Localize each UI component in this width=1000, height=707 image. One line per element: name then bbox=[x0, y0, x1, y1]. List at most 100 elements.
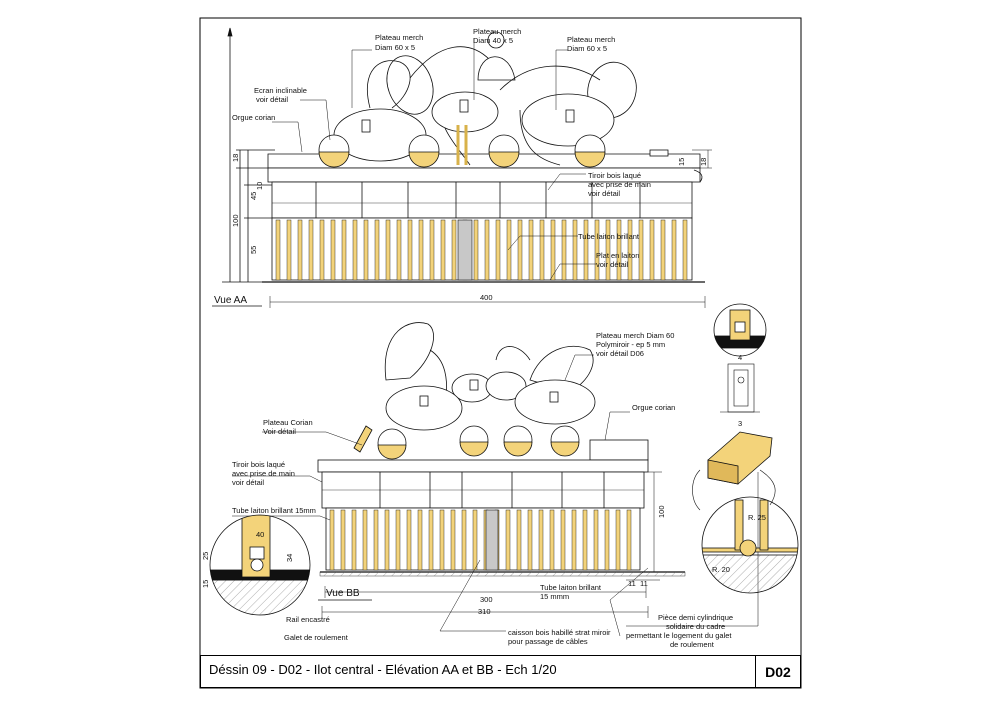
dim-40: 40 bbox=[256, 530, 264, 539]
label-tube-bottom-a: Tube laiton brillant bbox=[540, 583, 602, 592]
sculpture-bb bbox=[353, 322, 596, 453]
brass-tube bbox=[538, 509, 544, 571]
brass-tube bbox=[671, 219, 677, 281]
dim-300: 300 bbox=[480, 595, 493, 604]
sheet-frame bbox=[199, 17, 802, 689]
label-tube-aa: Tube laiton brillant bbox=[578, 232, 640, 241]
label-merch-bb-c: voir détail D06 bbox=[596, 349, 644, 358]
label-plateau-3b: Diam 60 x 5 bbox=[567, 44, 607, 53]
dim-310: 310 bbox=[478, 607, 491, 616]
caisson-aa bbox=[457, 219, 473, 281]
brass-tube bbox=[571, 509, 577, 571]
label-plat-a: Plat en laiton bbox=[596, 251, 639, 260]
detail-section bbox=[720, 363, 760, 413]
dim-18-left: 18 bbox=[231, 154, 240, 162]
dim-400 bbox=[269, 296, 706, 308]
brass-tube bbox=[516, 509, 522, 571]
brass-tube bbox=[395, 509, 401, 571]
brass-tube bbox=[439, 509, 445, 571]
brass-tube bbox=[527, 509, 533, 571]
label-piece-c: permettant le logement du galet bbox=[626, 631, 732, 640]
label-tube15: Tube laiton brillant 15mm bbox=[232, 506, 316, 515]
label-caisson-a: caisson bois habillé strat miroir bbox=[508, 628, 611, 637]
dim-10: 10 bbox=[255, 182, 264, 190]
brass-tube bbox=[363, 219, 369, 281]
detail-clip bbox=[713, 303, 767, 357]
view-aa-title: Vue AA bbox=[214, 295, 247, 306]
brass-tube bbox=[473, 219, 479, 281]
dim-100-aa: 100 bbox=[231, 214, 240, 227]
brass-tube bbox=[418, 219, 424, 281]
brass-tube bbox=[615, 509, 621, 571]
title-block: Déssin 09 - D02 - Ilot central - Elévati… bbox=[200, 655, 801, 688]
brass-tube bbox=[506, 219, 512, 281]
label-piece-d: de roulement bbox=[670, 640, 715, 649]
label-orgue-aa: Orgue corian bbox=[232, 113, 275, 122]
brass-tube bbox=[417, 509, 423, 571]
brass-tube bbox=[330, 219, 336, 281]
dim-100-bb: 100 bbox=[657, 505, 666, 518]
brass-tube bbox=[340, 509, 346, 571]
brass-tube bbox=[593, 509, 599, 571]
round-buttons-bb bbox=[377, 425, 580, 460]
label-ecran-b: voir détail bbox=[256, 95, 288, 104]
brass-tube bbox=[594, 219, 600, 281]
dim-4: 4 bbox=[738, 353, 742, 362]
brass-tube bbox=[605, 219, 611, 281]
brass-tube bbox=[428, 509, 434, 571]
dim-45: 45 bbox=[249, 192, 258, 200]
brass-tube bbox=[450, 509, 456, 571]
leaders-bb bbox=[232, 354, 759, 637]
label-tiroir-aa-a: Tiroir bois laqué bbox=[588, 171, 641, 180]
dim-18-right: 18 bbox=[699, 158, 708, 166]
brass-tube bbox=[385, 219, 391, 281]
brass-tube bbox=[341, 219, 347, 281]
brass-tube bbox=[582, 509, 588, 571]
leaders-aa bbox=[272, 38, 596, 281]
brass-tube bbox=[517, 219, 523, 281]
brass-tube bbox=[297, 219, 303, 281]
label-tiroir-aa-c: voir détail bbox=[588, 189, 620, 198]
brass-tube bbox=[352, 219, 358, 281]
brass-tube bbox=[627, 219, 633, 281]
brass-tube bbox=[374, 219, 380, 281]
dim-15-bb: 15 bbox=[201, 580, 210, 588]
dim-11b: 11 bbox=[640, 579, 648, 588]
brass-tube bbox=[682, 219, 688, 281]
brass-tube bbox=[275, 219, 281, 281]
label-corian-b: Voir détail bbox=[263, 427, 296, 436]
label-plateau-3a: Plateau merch bbox=[567, 35, 615, 44]
brass-tube bbox=[351, 509, 357, 571]
brass-tube bbox=[660, 219, 666, 281]
brass-tube bbox=[549, 509, 555, 571]
detail-iso bbox=[707, 431, 773, 485]
brass-tube bbox=[649, 219, 655, 281]
floor-bb bbox=[319, 571, 686, 577]
brass-tubes-aa bbox=[275, 219, 688, 281]
brass-tube bbox=[384, 509, 390, 571]
label-merch-bb-b: Polymiroir - ep 5 mm bbox=[596, 340, 665, 349]
label-galet: Galet de roulement bbox=[284, 633, 349, 642]
label-rail: Rail encastré bbox=[286, 615, 330, 624]
brass-tube bbox=[319, 219, 325, 281]
brass-tube bbox=[616, 219, 622, 281]
dim-r25: R. 25 bbox=[748, 513, 766, 522]
label-plateau-1b: Diam 60 x 5 bbox=[375, 43, 415, 52]
brass-tube bbox=[429, 219, 435, 281]
labels-aa: Plateau merch Diam 60 x 5 Plateau merch … bbox=[214, 27, 708, 306]
label-plat-b: voir détail bbox=[596, 260, 628, 269]
brass-tube bbox=[362, 509, 368, 571]
caisson-bb bbox=[485, 509, 499, 571]
brass-tube bbox=[373, 509, 379, 571]
brass-tube bbox=[572, 219, 578, 281]
brass-tube bbox=[560, 509, 566, 571]
label-caisson-b: pour passage de câbles bbox=[508, 637, 588, 646]
drawing-title: Déssin 09 - D02 - Ilot central - Elévati… bbox=[209, 662, 557, 677]
arrow-iso bbox=[692, 469, 701, 511]
label-orgue-bb: Orgue corian bbox=[632, 403, 675, 412]
label-piece-a: Pièce demi cylindrique bbox=[658, 613, 733, 622]
brass-tube bbox=[461, 509, 467, 571]
brass-tube bbox=[396, 219, 402, 281]
brass-tube bbox=[561, 219, 567, 281]
